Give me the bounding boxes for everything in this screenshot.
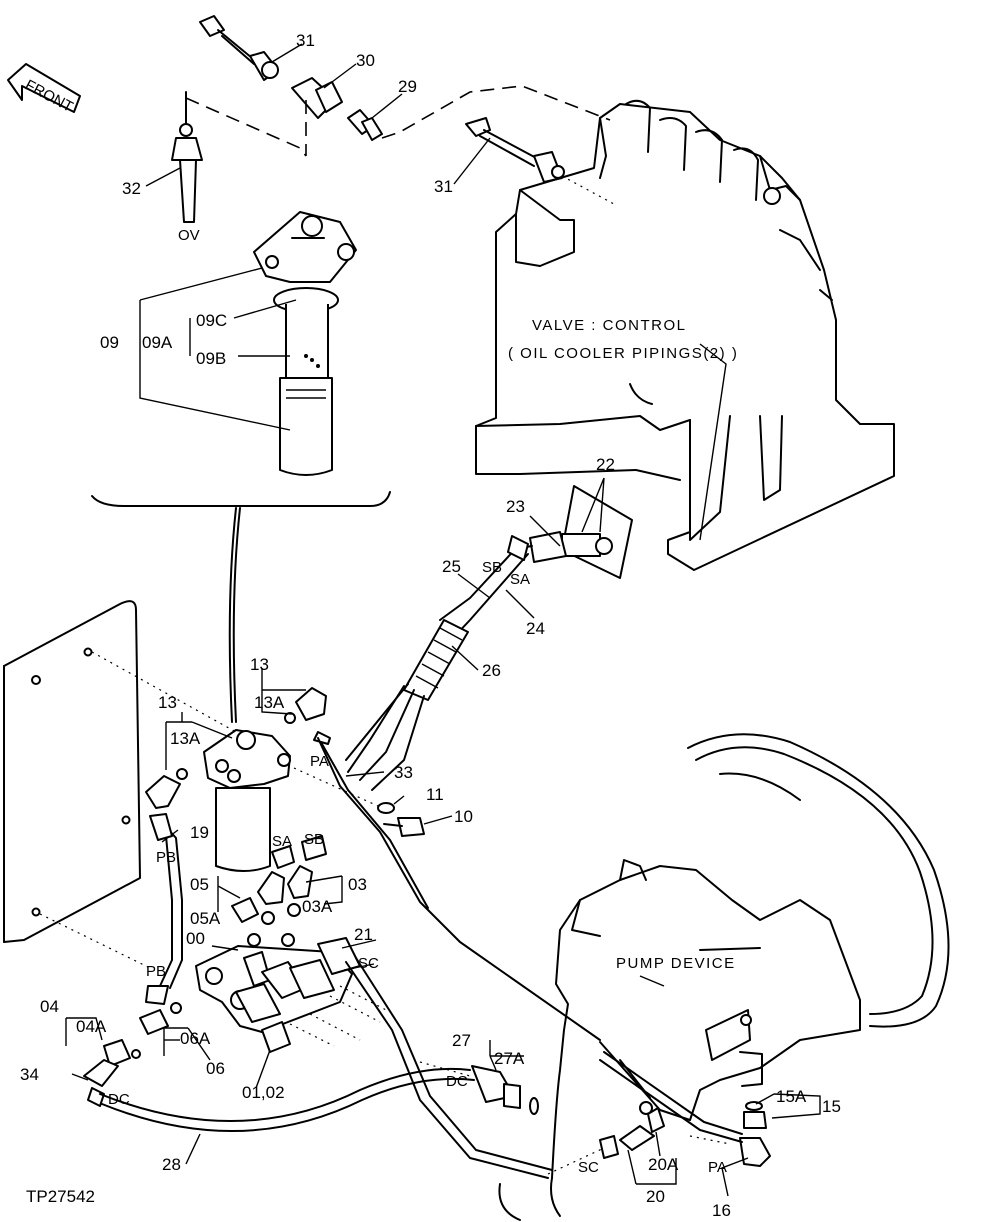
- control-valve: [475, 99, 895, 571]
- pump-caption: PUMP DEVICE: [616, 955, 736, 972]
- pump-fittings: [599, 1051, 771, 1167]
- tag-ov: OV: [178, 227, 200, 244]
- callout-09b: 09B: [196, 349, 226, 368]
- tag-sb-block: SB: [304, 831, 324, 848]
- callout-11: 11: [426, 785, 444, 804]
- front-arrow-icon: FRONT: [7, 63, 81, 116]
- callout-23: 23: [506, 497, 525, 516]
- valve-caption-line2: ( OIL COOLER PIPINGS(2) ): [508, 345, 738, 362]
- callouts: 31 30 29 31 32 OV 09 09A 09C 09B 22 23 2…: [20, 31, 841, 1220]
- callout-13-left: 13: [158, 693, 177, 712]
- callout-03: 03: [348, 875, 367, 894]
- callout-30: 30: [356, 51, 375, 70]
- callout-33: 33: [394, 763, 413, 782]
- callout-20: 20: [646, 1187, 665, 1206]
- tag-pa-filter: PA: [310, 753, 329, 770]
- tag-sb-hose: SB: [482, 559, 502, 576]
- callout-22: 22: [596, 455, 615, 474]
- tag-pa-pump: PA: [708, 1159, 727, 1176]
- callout-04a: 04A: [76, 1017, 107, 1036]
- callout-16: 16: [712, 1201, 731, 1220]
- tag-dc-left: DC: [108, 1091, 130, 1108]
- callout-15a: 15A: [776, 1087, 807, 1106]
- valve-fittings: [345, 485, 633, 791]
- tag-sa-block: SA: [272, 833, 292, 850]
- callout-09: 09: [100, 333, 119, 352]
- callout-34: 34: [20, 1065, 39, 1084]
- callout-00: 00: [186, 929, 205, 948]
- sensor-assembly: [171, 15, 615, 223]
- callout-13a-upper: 13A: [254, 693, 285, 712]
- callout-21: 21: [354, 925, 373, 944]
- figure-id: TP27542: [26, 1187, 95, 1206]
- callout-06: 06: [206, 1059, 225, 1078]
- callout-09c: 09C: [196, 311, 227, 330]
- manifold-block: [103, 835, 391, 1067]
- valve-caption-line1: VALVE : CONTROL: [532, 317, 686, 334]
- callout-13a-left: 13A: [170, 729, 201, 748]
- tag-sa-hose: SA: [510, 571, 530, 588]
- callout-28: 28: [162, 1155, 181, 1174]
- callout-19: 19: [190, 823, 209, 842]
- callout-26: 26: [482, 661, 501, 680]
- callout-13-upper: 13: [250, 655, 269, 674]
- callout-24: 24: [526, 619, 545, 638]
- callout-05: 05: [190, 875, 209, 894]
- tag-sc-block: SC: [358, 955, 379, 972]
- callout-32: 32: [122, 179, 141, 198]
- callout-06a: 06A: [180, 1029, 211, 1048]
- drain-hose: [83, 1059, 539, 1133]
- callout-20a: 20A: [648, 1155, 679, 1174]
- callout-05a: 05A: [190, 909, 221, 928]
- callout-27: 27: [452, 1031, 471, 1050]
- tag-pb-lower: PB: [146, 963, 166, 980]
- callout-10: 10: [454, 807, 473, 826]
- callout-01-02: 01,02: [242, 1083, 285, 1102]
- callout-03a: 03A: [302, 897, 333, 916]
- mounting-plate: [3, 600, 237, 969]
- callout-29: 29: [398, 77, 417, 96]
- callout-09a: 09A: [142, 333, 173, 352]
- pump-device: [498, 733, 950, 1221]
- tag-sc-pump: SC: [578, 1159, 599, 1176]
- callout-25: 25: [442, 557, 461, 576]
- tag-dc-mid: DC: [446, 1073, 468, 1090]
- tag-pb-upper: PB: [156, 849, 176, 866]
- callout-04: 04: [40, 997, 59, 1016]
- callout-15: 15: [822, 1097, 841, 1116]
- line-filter: [145, 687, 601, 1041]
- filter-09: [91, 211, 391, 507]
- callout-31-top: 31: [296, 31, 315, 50]
- callout-27a: 27A: [494, 1049, 525, 1068]
- callout-31-valve: 31: [434, 177, 453, 196]
